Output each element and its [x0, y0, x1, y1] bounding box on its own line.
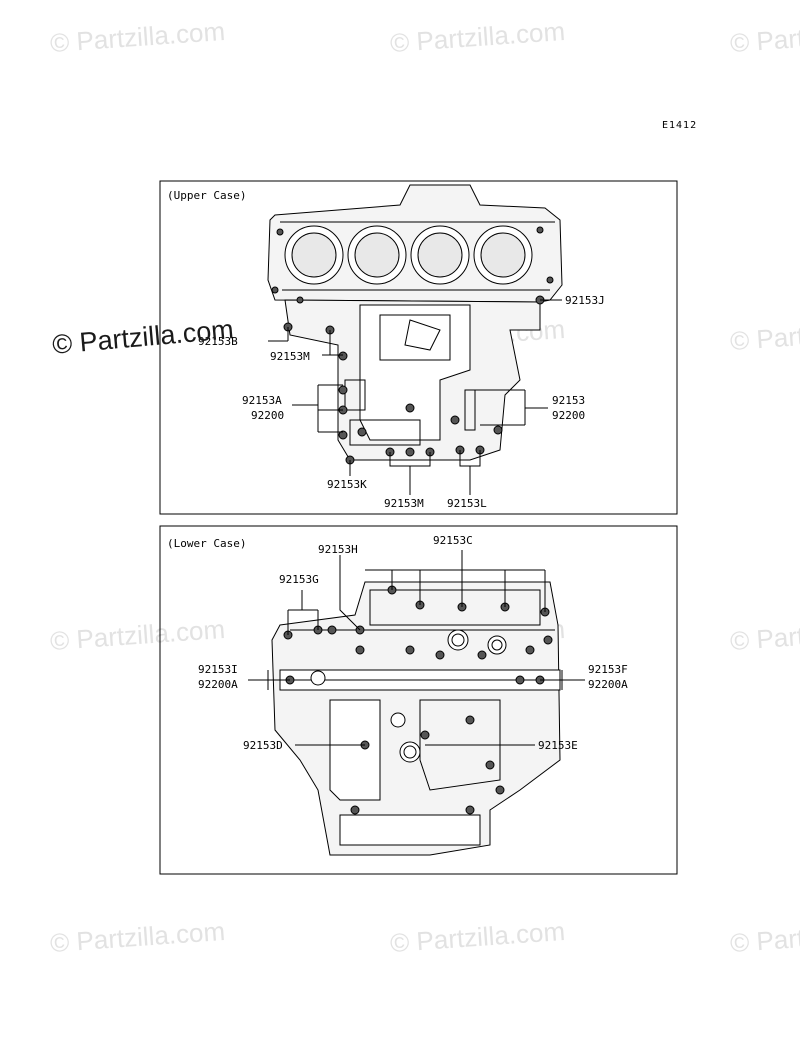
part-label-92153g: 92153G [279, 573, 319, 586]
part-label-92153c: 92153C [433, 534, 473, 547]
upper-leader-lines [268, 299, 562, 495]
part-label-92200a: 92200A [198, 678, 238, 691]
part-label-92200: 92200 [552, 409, 585, 422]
part-label-92153h: 92153H [318, 543, 358, 556]
part-label-92153m: 92153M [384, 497, 424, 510]
part-label-92200: 92200 [251, 409, 284, 422]
lower-case-panel [159, 525, 678, 875]
part-label-92153l: 92153L [447, 497, 487, 510]
part-label-92153b: 92153B [198, 335, 238, 348]
part-label-92153f: 92153F [588, 663, 628, 676]
part-label-92153: 92153 [552, 394, 585, 407]
upper-case-title: (Upper Case) [167, 189, 246, 202]
part-label-92153m: 92153M [270, 350, 310, 363]
lower-case-drawing [270, 581, 561, 856]
lower-case-title: (Lower Case) [167, 537, 246, 550]
part-label-92153d: 92153D [243, 739, 283, 752]
lower-leader-lines [248, 550, 585, 746]
diagram-code: E1412 [662, 120, 698, 131]
part-label-92153k: 92153K [327, 478, 367, 491]
part-label-92153a: 92153A [242, 394, 282, 407]
part-label-92153e: 92153E [538, 739, 578, 752]
upper-case-drawing [267, 184, 563, 465]
part-label-92200a: 92200A [588, 678, 628, 691]
part-label-92153j: 92153J [565, 294, 605, 307]
upper-case-panel [159, 180, 678, 515]
part-label-92153i: 92153I [198, 663, 238, 676]
